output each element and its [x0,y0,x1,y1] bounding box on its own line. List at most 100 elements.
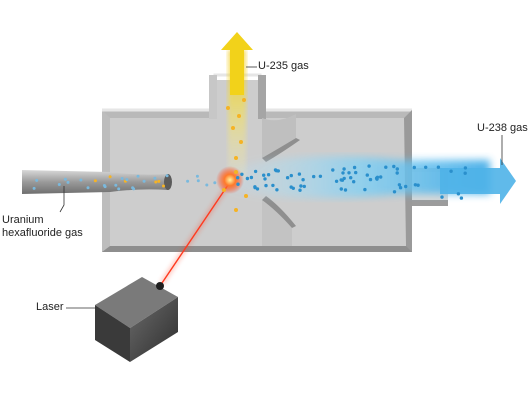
u238-molecule [263,177,267,181]
inlet-molecule [117,187,121,191]
u238-molecule [413,183,418,187]
inlet-molecule [136,174,140,178]
u238-molecule [416,183,420,187]
chamber-back-wall [102,110,215,118]
u235-arrow [221,32,253,95]
u238-molecule [285,176,290,180]
u238-molecule [255,187,260,191]
u238-molecule [456,192,461,196]
u238-molecule [395,167,399,171]
u238-molecule [331,168,335,172]
u238-molecule [342,167,346,171]
u238-molecule [352,165,357,170]
u238-molecule [459,196,464,200]
u238-molecule [392,164,396,169]
inlet-molecule [154,180,158,184]
exit-channel-left-wall [209,75,217,119]
inlet-molecule [57,183,61,186]
u238-molecule [365,173,369,177]
u238-molecule [463,171,467,175]
u238-molecule [236,182,240,186]
u238-molecule [240,172,244,176]
u238-molecule [249,175,254,180]
inlet-molecule [142,179,146,183]
u238-molecule [404,184,408,189]
u238-molecule [302,184,306,189]
inlet-molecule [153,176,157,180]
chamber-front-wall [102,232,412,252]
uranium-hexafluoride-label: Uranium hexafluoride gas [2,214,83,240]
u238-molecule [289,185,293,189]
u238-molecule [339,178,343,182]
inlet-molecule [32,186,36,190]
u238-molecule [289,173,293,178]
u238-molecule [436,165,441,169]
u235-molecule [231,126,235,130]
u238-molecule [301,178,305,182]
inlet-molecule [86,186,90,190]
u238-molecule [343,188,348,192]
u235-molecules [222,98,248,212]
inlet-molecule [165,174,169,178]
inlet-molecule [157,179,161,183]
leader-uf6 [59,186,65,213]
u238-molecule [266,173,271,177]
inlet-molecules [32,174,217,191]
separator-wall-upper [262,114,296,158]
u238-molecule [354,170,358,175]
u238-molecule [339,187,343,191]
u238-molecule [347,171,351,175]
u238-molecule [440,195,444,199]
u238-molecule [262,173,266,177]
inlet-molecule [196,179,200,183]
u238-molecule [379,175,383,179]
ionization-glow [216,166,244,194]
u238-molecule [275,188,279,192]
u238-molecule [397,183,402,187]
u238-molecule [318,174,323,178]
inlet-molecule [195,174,199,178]
u238-molecule [264,183,268,188]
u238-molecule [341,171,345,175]
u238-molecule [352,180,356,184]
u235-molecule [244,194,248,198]
u238-molecule [424,165,428,169]
laser-device [95,277,178,362]
inlet-molecule [103,185,107,189]
inlet-molecule [120,177,124,180]
u235-gas-label: U-235 gas [258,60,309,72]
u235-flow [221,32,253,180]
u238-molecule [299,184,303,188]
uranium-hexafluoride-label-line1: Uranium [2,214,44,226]
u238-molecule [363,187,367,192]
inlet-molecule [66,180,70,184]
u235-molecule [226,106,230,110]
u238-molecule [236,176,240,180]
u238-molecule [392,190,397,194]
u238-molecule [375,177,379,181]
u235-molecule [237,114,241,118]
u238-molecule [273,168,278,172]
u238-molecule [368,177,373,182]
u238-molecule [297,172,302,176]
u238-molecule [367,164,371,168]
inlet-molecule [93,179,97,183]
u238-molecule [253,169,258,174]
inlet-molecule [186,179,190,183]
inlet-molecule [108,175,112,179]
inlet-molecule [125,178,129,182]
u238-molecule [271,183,275,188]
u238-molecule [398,186,403,190]
inlet-molecule [205,183,209,187]
u238-molecule [342,176,346,181]
u238-molecule [412,165,416,170]
u238-molecule [334,179,339,183]
u235-molecule [234,208,238,212]
u238-molecule [312,174,316,179]
u238-molecules [236,164,468,200]
u238-molecule [245,176,250,181]
exit-channel-right-wall [258,75,266,119]
laser-label: Laser [36,301,64,313]
inlet-molecule [213,181,217,185]
